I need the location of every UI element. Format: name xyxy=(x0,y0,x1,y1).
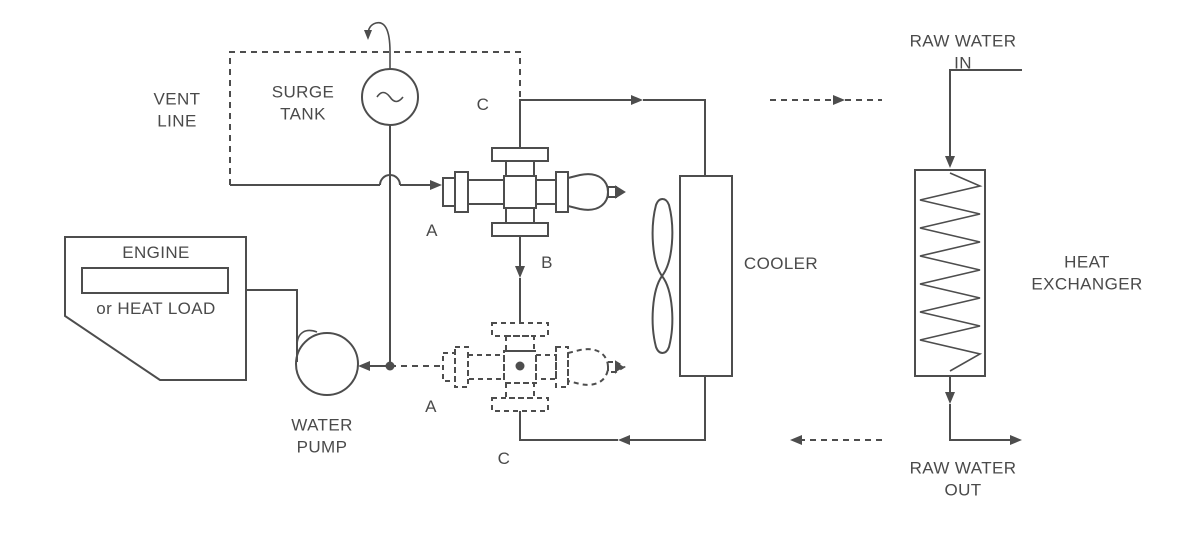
port-label-lower-a: A xyxy=(425,397,437,417)
cooler-label: COOLER xyxy=(743,254,819,274)
engine-inner-rect xyxy=(81,267,229,294)
surge-tank-label: SURGE TANK xyxy=(272,81,334,125)
pump-volute-curve xyxy=(296,329,318,347)
arrow-pump-suction xyxy=(358,361,370,371)
heat-exchanger-label-line2: EXCHANGER xyxy=(1031,274,1143,293)
arrow-raw-water-in xyxy=(945,156,955,168)
arrow-to-cooler xyxy=(631,95,643,105)
flow-arrows xyxy=(358,95,1022,445)
port-label-lower-c: C xyxy=(497,449,511,469)
vent-line-label: VENT LINE xyxy=(154,88,201,132)
vent-arrow xyxy=(364,30,372,40)
water-pump-symbol xyxy=(295,329,359,396)
water-pump-label-line2: PUMP xyxy=(296,437,348,456)
three-way-valve-solid xyxy=(442,147,625,237)
heat-exchanger-rect xyxy=(914,169,986,377)
raw-water-out-label-line2: OUT xyxy=(944,480,982,499)
port-label-upper-a: A xyxy=(426,221,438,241)
raw-water-in-label: RAW WATER IN xyxy=(910,30,1017,74)
engine-box xyxy=(64,236,247,381)
port-label-upper-b: B xyxy=(541,253,553,273)
vent-line-label-line2: LINE xyxy=(157,111,197,130)
raw-water-out-label-line1: RAW WATER xyxy=(909,458,1017,478)
vent-line-pipe xyxy=(229,21,521,185)
surge-tank-label-line2: TANK xyxy=(280,104,326,123)
arrow-dashed-bottom xyxy=(790,435,802,445)
surge-tank-symbol xyxy=(361,68,419,126)
water-pump-label: WATER PUMP xyxy=(291,414,353,458)
heat-exchanger-symbol xyxy=(914,169,986,377)
three-way-valve-dashed xyxy=(442,322,625,412)
vent-gooseneck-icon xyxy=(367,21,391,53)
heat-exchanger-label-line1: HEAT xyxy=(1064,252,1110,272)
junction-dots xyxy=(385,361,525,371)
piping xyxy=(230,69,1022,441)
heat-exchanger-label: HEAT EXCHANGER xyxy=(1031,251,1142,295)
raw-water-in-label-line2: IN xyxy=(954,53,972,72)
port-label-upper-c: C xyxy=(476,95,490,115)
arrow-dashed-top xyxy=(833,95,845,105)
arrow-raw-water-down xyxy=(945,392,955,404)
engine-outline xyxy=(64,236,247,381)
alternate-piping xyxy=(390,99,882,441)
raw-water-in-label-line1: RAW WATER xyxy=(909,31,1017,51)
arrow-return-left xyxy=(618,435,630,445)
raw-water-out-label: RAW WATER OUT xyxy=(910,457,1017,501)
heat-load-label: or HEAT LOAD xyxy=(96,299,216,319)
engine-label: ENGINE xyxy=(122,243,190,263)
arrow-port-b-down xyxy=(515,266,525,278)
vent-line-label-line1: VENT xyxy=(153,89,201,109)
heat-exchanger-coil xyxy=(919,172,983,372)
fan-icon xyxy=(651,198,674,354)
surge-tank-label-line1: SURGE xyxy=(271,82,335,102)
cooler-rect xyxy=(679,175,733,377)
water-pump-label-line1: WATER xyxy=(291,415,353,435)
arrow-into-valve-a xyxy=(430,180,442,190)
arrow-raw-water-out xyxy=(1010,435,1022,445)
